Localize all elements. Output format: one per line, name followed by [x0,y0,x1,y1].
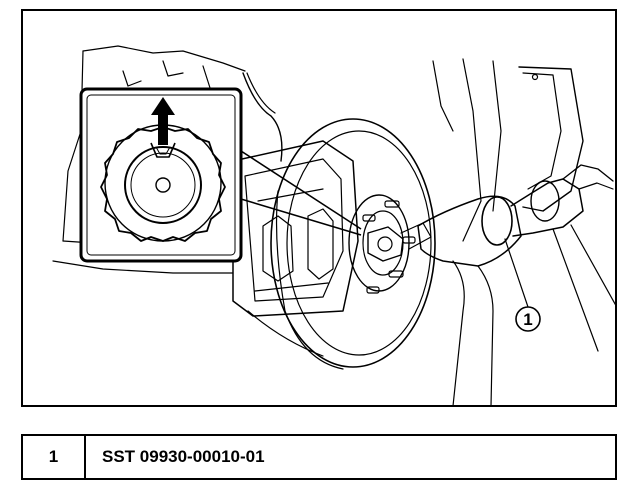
legend-table: 1 SST 09930-00010-01 [21,434,617,480]
procedure-illustration: 1 [21,9,617,407]
legend-row-number: 1 [23,436,86,478]
callout-1-label: 1 [523,310,532,329]
brake-hub-drawing: 1 [52,45,615,405]
legend-row-description: SST 09930-00010-01 [102,447,265,466]
callout-1: 1 [515,306,541,332]
arrow-up-icon [151,97,175,145]
detail-inset [79,87,243,263]
inset-leader-lines [240,150,362,236]
